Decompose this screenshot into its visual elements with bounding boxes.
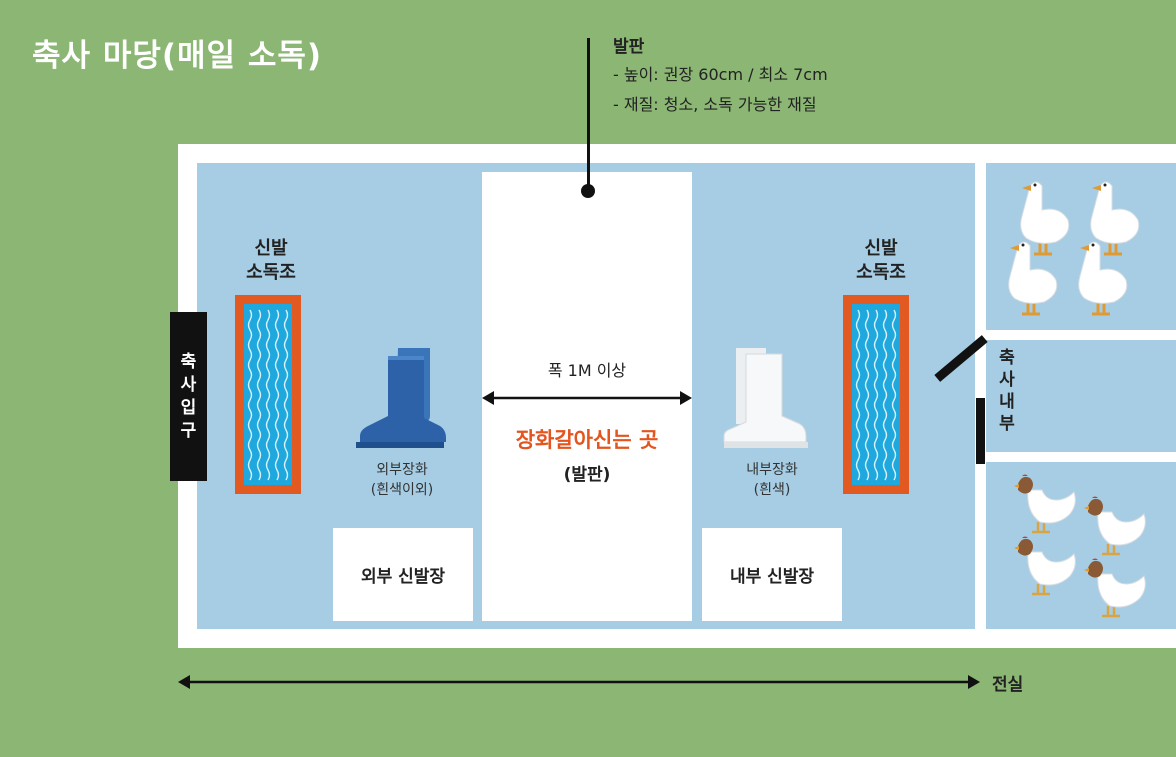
disinfect-basin-right	[843, 295, 909, 494]
outer-boots-line1: 외부장화	[376, 462, 428, 478]
leader-line	[587, 38, 590, 190]
entrance-char: 축	[180, 351, 197, 372]
boot-change-zone	[482, 172, 692, 621]
barn-inside-corridor	[986, 340, 1176, 452]
boot-change-subtitle: (발판)	[563, 465, 611, 485]
disinfect-left-line1: 신발	[254, 238, 288, 259]
boot-change-title: 장화갈아신는 곳	[515, 428, 659, 452]
barn-inside-char: 사	[999, 370, 1015, 390]
leader-dot	[581, 184, 595, 198]
barn-inside-char: 내	[999, 392, 1015, 412]
footpad-info: 발판 - 높이: 권장 60cm / 최소 7cm - 재질: 청소, 소독 가…	[613, 34, 828, 120]
barn-inside-label: 축 사 내 부	[992, 347, 1022, 435]
inner-shoe-shelf: 내부 신발장	[702, 528, 842, 621]
chicken-pen	[986, 462, 1176, 629]
barn-inside-char: 부	[999, 414, 1015, 434]
chickens-illustration	[1012, 473, 1147, 618]
disinfect-right-line1: 신발	[864, 238, 898, 259]
disinfect-left-label: 신발 소독조	[228, 237, 314, 285]
water-wave-icon	[247, 309, 289, 481]
barn-inside-char: 축	[999, 348, 1015, 368]
disinfect-water-left	[244, 304, 292, 485]
disinfect-right-label: 신발 소독조	[838, 237, 924, 285]
water-wave-icon	[855, 309, 897, 481]
outer-shoe-shelf: 외부 신발장	[333, 528, 473, 621]
page-title: 축사 마당(매일 소독)	[32, 38, 323, 74]
entrance-char: 입	[180, 397, 197, 418]
anteroom-span-arrow-icon	[178, 675, 980, 689]
inner-boots-icon	[723, 348, 808, 448]
disinfect-water-right	[852, 304, 900, 485]
outer-boots-line2: (흰색이외)	[370, 482, 434, 498]
width-arrow-icon	[482, 391, 692, 405]
disinfect-left-line2: 소독조	[246, 262, 296, 283]
inner-boots-label: 내부장화 (흰색)	[718, 460, 826, 500]
footpad-info-heading: 발판	[613, 37, 645, 57]
disinfect-right-line2: 소독조	[856, 262, 906, 283]
entrance-char: 구	[180, 420, 197, 441]
entrance-char: 사	[180, 374, 197, 395]
center-width-label: 폭 1M 이상	[547, 361, 627, 380]
door-frame	[976, 398, 985, 464]
disinfect-basin-left	[235, 295, 301, 494]
outer-boots-icon	[356, 348, 446, 448]
footpad-info-line-material: - 재질: 청소, 소독 가능한 재질	[613, 95, 817, 114]
inner-boots-line2: (흰색)	[753, 482, 791, 498]
footpad-info-line-height: - 높이: 권장 60cm / 최소 7cm	[613, 65, 828, 84]
inner-boots-line1: 내부장화	[746, 462, 798, 478]
ducks-illustration	[1008, 180, 1141, 316]
barn-entrance: 축 사 입 구	[170, 312, 207, 481]
outer-boots-label: 외부장화 (흰색이외)	[348, 460, 456, 500]
anteroom-label: 전실	[992, 675, 1024, 695]
